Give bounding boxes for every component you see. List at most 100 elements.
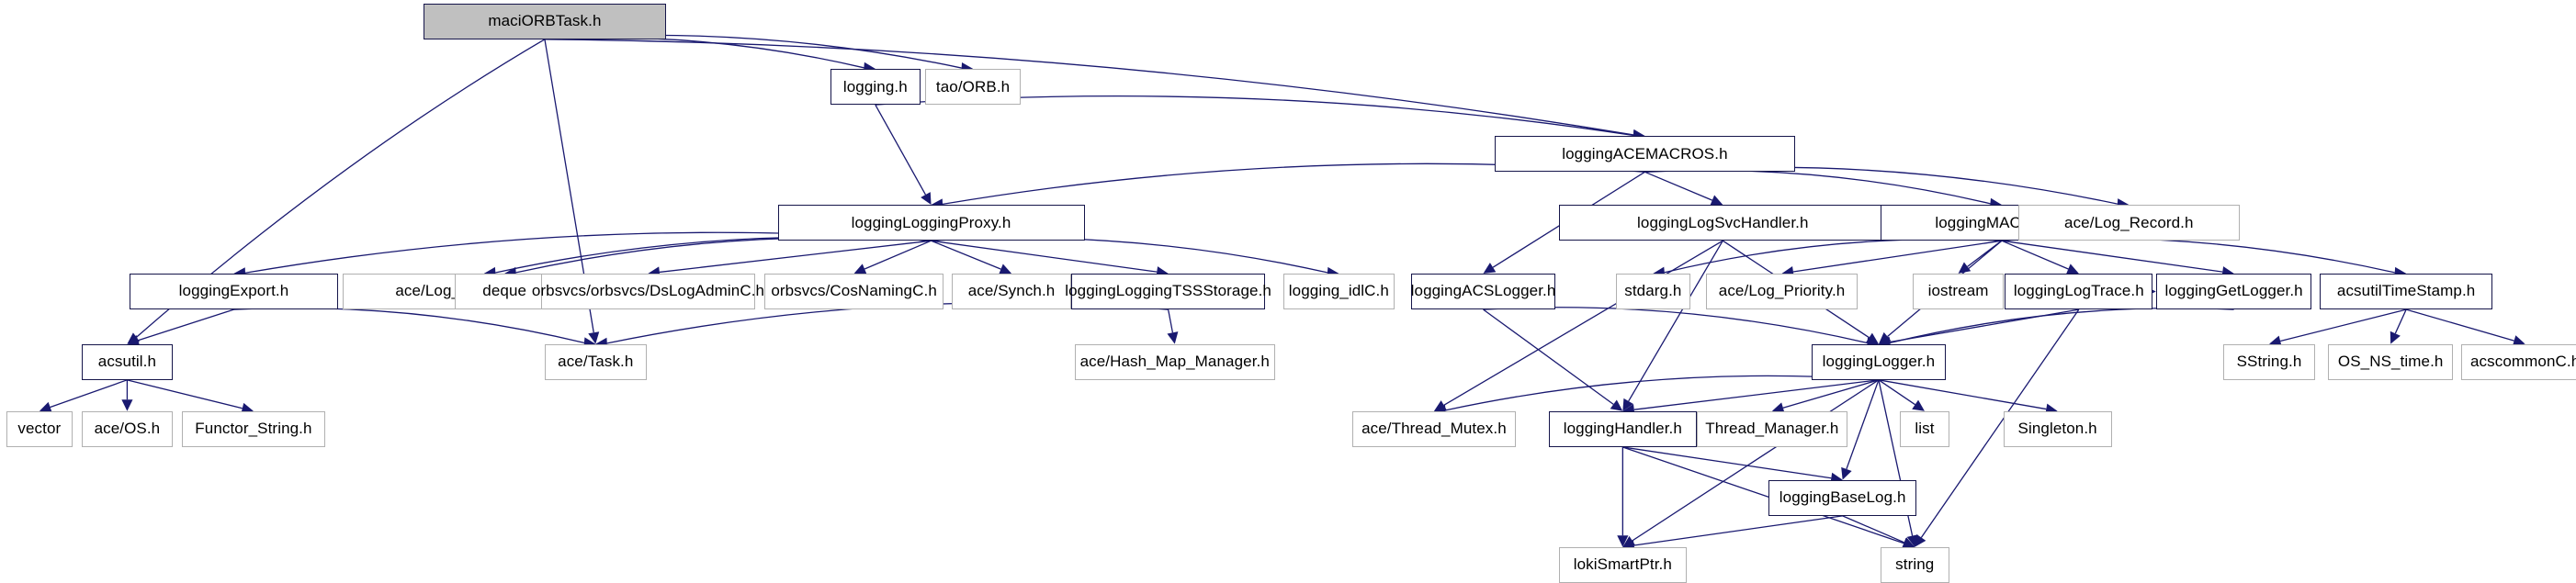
graph-node-loggingLogger[interactable]: loggingLogger.h [1811, 343, 1947, 380]
graph-edge [1622, 447, 1904, 544]
graph-node-label: ace/Synch.h [967, 282, 1056, 300]
graph-node-label: loggingLoggingTSSStorage.h [1065, 282, 1271, 300]
graph-node-label: SString.h [2236, 353, 2302, 371]
graph-node-loggingACEMACROS[interactable]: loggingACEMACROS.h [1495, 136, 1795, 173]
graph-node-label: stdarg.h [1624, 282, 1682, 300]
graph-node-list[interactable]: list [1900, 410, 1949, 447]
graph-node-label: vector [17, 420, 62, 438]
graph-node-label: logging_idlC.h [1288, 282, 1389, 300]
graph-node-loggingExport[interactable]: loggingExport.h [130, 273, 338, 310]
graph-node-label: ace/Hash_Map_Manager.h [1079, 353, 1270, 371]
graph-node-dsLogAdminC[interactable]: orbsvcs/orbsvcs/DsLogAdminC.h [532, 273, 764, 310]
graph-node-functorString[interactable]: Functor_String.h [182, 410, 325, 447]
graph-edge [932, 241, 1001, 269]
graph-edge [1484, 308, 1868, 343]
graph-edge [2002, 241, 2068, 269]
graph-node-label: loggingLogger.h [1822, 353, 1936, 371]
graph-edge [127, 380, 242, 409]
graph-edge [1921, 309, 2079, 537]
graph-edge [138, 309, 233, 341]
graph-node-acsutilTimeStamp[interactable]: acsutilTimeStamp.h [2320, 273, 2492, 310]
graph-node-loggingACSLogger[interactable]: loggingACSLogger.h [1410, 273, 1556, 310]
graph-node-deque[interactable]: deque [454, 273, 555, 310]
graph-edge [1484, 309, 1614, 404]
graph-node-loggingIdlC[interactable]: logging_idlC.h [1282, 273, 1395, 310]
graph-edge-arrowhead [1167, 331, 1179, 344]
graph-edge-arrowhead [127, 334, 141, 346]
graph-node-label: maciORBTask.h [488, 12, 602, 30]
graph-node-acsutil[interactable]: acsutil.h [82, 343, 173, 380]
graph-node-label: loggingLogTrace.h [2013, 282, 2144, 300]
graph-node-aceLogPriority[interactable]: ace/Log_Priority.h [1706, 273, 1858, 310]
graph-edge [2280, 309, 2406, 341]
graph-node-aceTask[interactable]: ace/Task.h [544, 343, 647, 380]
graph-node-threadManager[interactable]: Thread_Manager.h [1696, 410, 1847, 447]
graph-node-label: lokiSmartPtr.h [1573, 555, 1672, 574]
graph-node-lokiSmartPtr[interactable]: lokiSmartPtr.h [1558, 546, 1687, 583]
graph-node-loggingLogTrace[interactable]: loggingLogTrace.h [2005, 273, 2153, 310]
graph-node-iostream[interactable]: iostream [1913, 273, 2004, 310]
graph-node-label: acsutil.h [97, 353, 157, 371]
graph-edge-arrowhead [1617, 535, 1629, 547]
graph-edge [51, 380, 128, 408]
graph-node-label: ace/Task.h [558, 353, 634, 371]
graph-edge-arrowhead [1841, 466, 1852, 480]
graph-node-osNsTime[interactable]: OS_NS_time.h [2328, 343, 2454, 380]
graph-node-loggingTSS[interactable]: loggingLoggingTSSStorage.h [1065, 273, 1271, 310]
graph-node-label: Functor_String.h [195, 420, 312, 438]
graph-node-label: OS_NS_time.h [2337, 353, 2444, 371]
graph-edge [1633, 380, 1879, 541]
graph-node-aceOS[interactable]: ace/OS.h [82, 410, 173, 447]
graph-node-acscommonC[interactable]: acscommonC.h [2460, 343, 2576, 380]
graph-node-sstring[interactable]: SString.h [2223, 343, 2315, 380]
graph-edge [2406, 309, 2514, 341]
graph-node-loggingHandler[interactable]: loggingHandler.h [1548, 410, 1697, 447]
graph-node-label: orbsvcs/orbsvcs/DsLogAdminC.h [531, 282, 765, 300]
graph-node-singleton[interactable]: Singleton.h [2003, 410, 2112, 447]
graph-node-label: acsutilTimeStamp.h [2336, 282, 2476, 300]
graph-node-stdarg[interactable]: stdarg.h [1616, 273, 1690, 310]
graph-edge-arrowhead [241, 402, 254, 414]
graph-node-loggingBaseLog[interactable]: loggingBaseLog.h [1768, 479, 1917, 516]
graph-node-label: loggingACEMACROS.h [1562, 144, 1728, 163]
graph-node-loggingGetLogger[interactable]: loggingGetLogger.h [2155, 273, 2312, 310]
graph-node-loggingLoggingProxy[interactable]: loggingLoggingProxy.h [777, 204, 1085, 241]
graph-node-cosNamingC[interactable]: orbsvcs/CosNamingC.h [764, 273, 943, 310]
graph-edge [1644, 172, 1712, 200]
graph-edge [1445, 376, 1879, 409]
graph-node-label: loggingGetLogger.h [2164, 282, 2303, 300]
graph-node-string[interactable]: string [1880, 546, 1949, 583]
graph-edge-arrowhead [1912, 399, 1925, 411]
graph-node-label: Thread_Manager.h [1705, 420, 1839, 438]
graph-edge-arrowhead [1902, 537, 1915, 548]
graph-node-label: list [1915, 420, 1935, 438]
graph-node-aceThreadMutex[interactable]: ace/Thread_Mutex.h [1351, 410, 1517, 447]
graph-node-loggingLogSvcHandler[interactable]: loggingLogSvcHandler.h [1558, 204, 1887, 241]
graph-edge [1634, 380, 1879, 409]
graph-edge-arrowhead [588, 331, 600, 344]
graph-edge-arrowhead [853, 263, 867, 275]
graph-edge [1634, 516, 1843, 545]
graph-edge-arrowhead [1915, 534, 1926, 547]
graph-edge [1665, 240, 2002, 273]
graph-edge-arrowhead [121, 399, 133, 411]
graph-edge [1622, 447, 1831, 478]
graph-node-label: ace/Thread_Mutex.h [1361, 420, 1507, 438]
graph-edge [1169, 309, 1173, 332]
graph-edge [1644, 170, 1990, 203]
graph-edge [1879, 380, 1913, 536]
graph-edge [1890, 308, 2233, 343]
graph-node-label: logging.h [842, 77, 908, 95]
graph-node-maciORBTask[interactable]: maciORBTask.h [423, 3, 667, 39]
graph-node-label: acscommonC.h [2469, 353, 2576, 371]
graph-node-aceLogRecord[interactable]: ace/Log_Record.h [2017, 204, 2240, 241]
graph-edge [2002, 241, 2222, 272]
graph-node-label: loggingHandler.h [1563, 420, 1682, 438]
graph-node-aceSynch[interactable]: ace/Synch.h [951, 273, 1072, 310]
graph-node-label: loggingACSLogger.h [1410, 282, 1556, 300]
graph-edge [545, 39, 1633, 135]
graph-node-vector[interactable]: vector [6, 410, 73, 447]
graph-node-logging[interactable]: logging.h [830, 68, 921, 106]
graph-node-aceHashMap[interactable]: ace/Hash_Map_Manager.h [1074, 343, 1275, 380]
graph-node-taoORB[interactable]: tao/ORB.h [925, 68, 1021, 106]
